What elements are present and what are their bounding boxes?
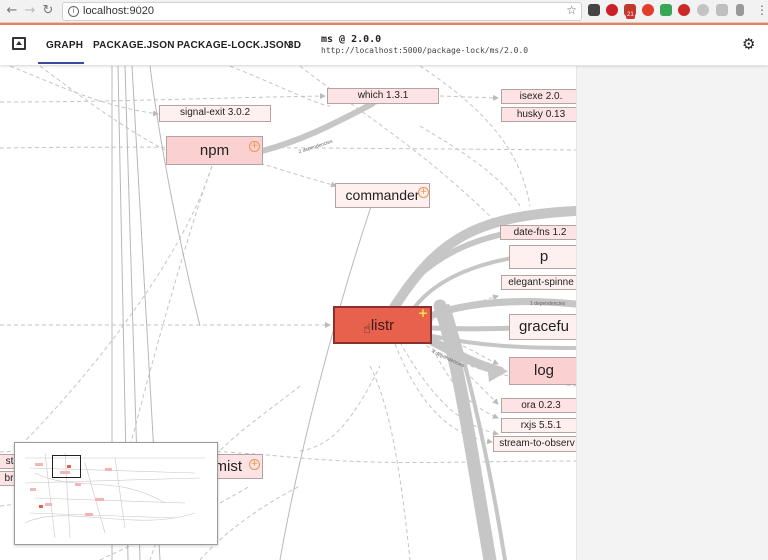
node-commander-label: commander — [345, 187, 420, 203]
node-npm-label: npm — [199, 142, 230, 159]
node-which[interactable]: which 1.3.1 — [327, 88, 439, 104]
expand-plus-icon[interactable]: + — [418, 306, 429, 320]
node-p[interactable]: p — [509, 245, 576, 269]
node-rxjs[interactable]: rxjs 5.5.1 — [501, 418, 576, 433]
side-panel — [576, 66, 768, 560]
node-elegant-spinner[interactable]: elegant-spinne — [501, 275, 576, 290]
share-extension-icon[interactable] — [736, 4, 744, 16]
node-graceful[interactable]: gracefu — [509, 314, 576, 340]
expand-plus-icon[interactable]: + — [418, 187, 429, 198]
pocket-extension-icon[interactable] — [588, 4, 600, 16]
cast-extension-icon[interactable] — [716, 4, 728, 16]
browser-menu-icon[interactable]: ⋮ — [756, 3, 768, 17]
minimap-overview — [24, 452, 205, 539]
package-title: ms @ 2.0.0 — [321, 34, 382, 45]
graph-minimap[interactable] — [14, 442, 218, 545]
node-listr-label: listr — [370, 317, 395, 334]
expand-plus-icon[interactable]: + — [249, 459, 260, 470]
forward-icon[interactable]: → — [24, 3, 36, 18]
calendar-badge: 21 — [626, 12, 635, 19]
node-ora[interactable]: ora 0.2.3 — [501, 398, 576, 413]
node-commander[interactable]: commander — [335, 183, 430, 208]
node-mist-label: mist — [214, 458, 243, 475]
gear-icon[interactable]: ⚙ — [742, 35, 756, 53]
package-url: http://localhost:5000/package-lock/ms/2.… — [321, 46, 529, 55]
virus-extension-icon[interactable] — [678, 4, 690, 16]
bookmark-star-icon[interactable]: ☆ — [566, 3, 577, 17]
minimap-viewport[interactable] — [52, 455, 81, 478]
node-signal-exit[interactable]: signal-exit 3.0.2 — [159, 105, 271, 122]
address-url[interactable]: localhost:9020 — [83, 5, 154, 17]
opera-extension-icon[interactable] — [642, 4, 654, 16]
node-stream-to-observable[interactable]: stream-to-observ — [493, 436, 576, 452]
node-listr[interactable]: listr — [333, 306, 432, 344]
tab-3d[interactable]: 3D — [288, 40, 302, 51]
address-bar[interactable]: i localhost:9020 ☆ — [62, 2, 582, 21]
reload-icon[interactable]: ↻ — [42, 3, 54, 18]
app-logo-icon[interactable] — [12, 37, 26, 50]
edge-label: 1 dependencies — [530, 301, 566, 307]
shield-extension-icon[interactable] — [660, 4, 672, 16]
expand-plus-icon[interactable]: + — [249, 141, 260, 152]
node-log[interactable]: log — [509, 357, 576, 385]
header-accent-bar — [0, 23, 768, 25]
back-icon[interactable]: ← — [6, 3, 18, 18]
node-npm[interactable]: npm — [166, 136, 263, 165]
tab-package-json[interactable]: PACKAGE.JSON — [93, 40, 175, 51]
cloud-extension-icon[interactable] — [697, 4, 709, 16]
hand-cursor-icon: ☝ — [363, 322, 371, 337]
node-date-fns[interactable]: date-fns 1.2 — [500, 225, 576, 240]
info-icon[interactable]: i — [68, 6, 79, 17]
graph-edges — [0, 66, 576, 560]
node-isexe[interactable]: isexe 2.0. — [501, 89, 576, 104]
browser-toolbar: ← → ↻ i localhost:9020 ☆ 21 ⋮ — [0, 0, 768, 23]
tab-package-lock-json[interactable]: PACKAGE-LOCK.JSON — [177, 40, 292, 51]
app-header: GRAPH PACKAGE.JSON PACKAGE-LOCK.JSON 3D … — [0, 23, 768, 65]
tab-graph[interactable]: GRAPH — [46, 40, 84, 51]
pinterest-extension-icon[interactable] — [606, 4, 618, 16]
node-husky[interactable]: husky 0.13 — [501, 107, 576, 122]
active-tab-indicator — [38, 62, 84, 64]
